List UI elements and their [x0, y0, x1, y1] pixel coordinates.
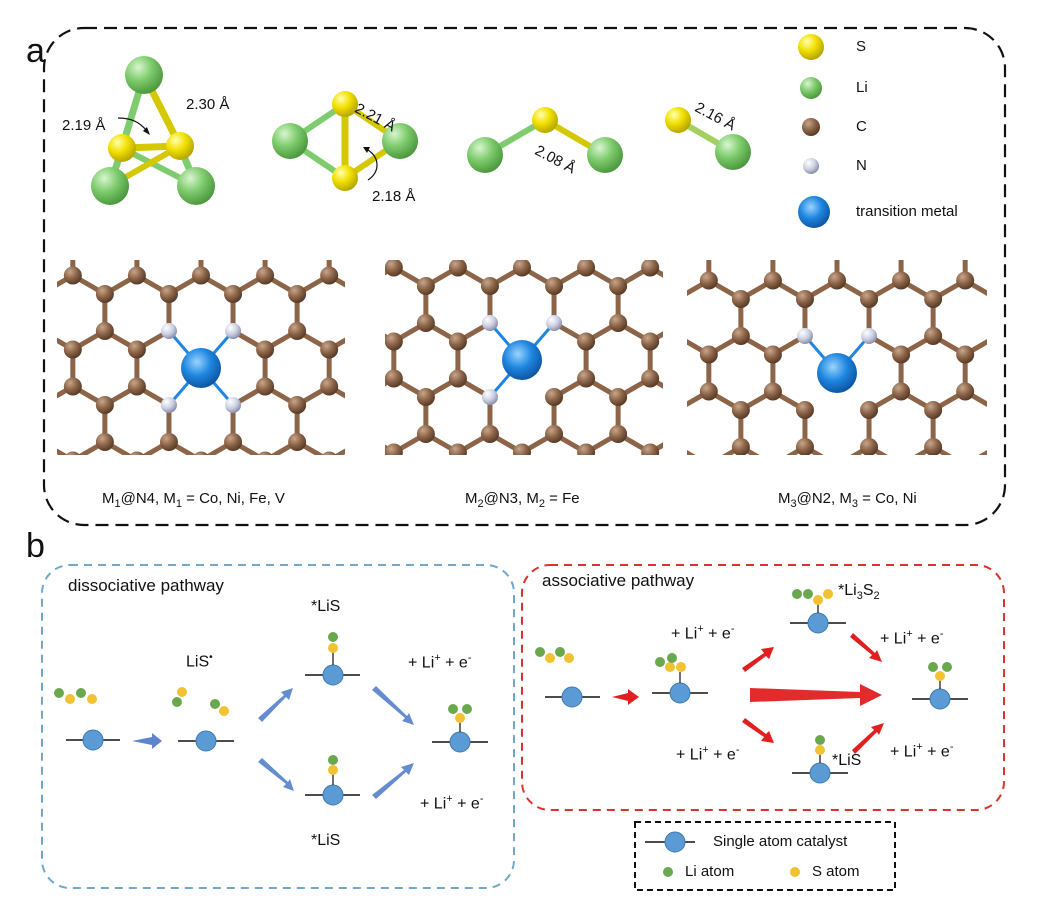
lis-bottom-label: *LiS	[311, 832, 341, 849]
associative-graphics	[535, 589, 968, 784]
structure-m1-n4	[57, 260, 345, 455]
legend-s-atom-label: S atom	[812, 863, 860, 880]
structure-m3-n2	[687, 260, 987, 455]
cluster-lis	[665, 107, 751, 170]
legend-li-label: Li	[856, 79, 868, 96]
dissociative-graphics	[54, 632, 488, 806]
structure-caption-m2: M2@N3, M2 = Fe	[465, 490, 580, 510]
cluster-li4s2	[91, 56, 215, 205]
distance-label: 2.30 Å	[186, 96, 230, 113]
assoc-lis-label: *LiS	[832, 752, 862, 769]
panel-a-border	[42, 26, 1007, 527]
assoc-step-upper-left: + Li+ + e-	[671, 623, 735, 643]
dissociative-title: dissociative pathway	[68, 576, 224, 595]
b-legend-border	[634, 821, 896, 891]
b-legend-graphics	[645, 831, 800, 877]
panel-a-letter: a	[26, 32, 45, 70]
assoc-step-lower-left: + Li+ + e-	[676, 744, 740, 764]
lis-top-label: *LiS	[311, 598, 341, 615]
associative-title: associative pathway	[542, 571, 695, 590]
legend-s-label: S	[856, 38, 867, 55]
atom-legend-balls	[798, 34, 830, 228]
dissociative-step-top: + Li+ + e-	[408, 652, 472, 672]
cluster-li2s	[467, 107, 623, 173]
cluster-li2s2	[272, 91, 418, 191]
structure-m2-n3	[385, 260, 663, 455]
legend-li-atom-label: Li atom	[685, 863, 735, 880]
legend-catalyst-label: Single atom catalyst	[713, 833, 848, 850]
assoc-step-lower-right: + Li+ + e-	[890, 741, 954, 761]
lis-radical-label: LiS•	[186, 652, 213, 671]
legend-metal-label: transition metal	[856, 203, 958, 220]
structure-caption-m3: M3@N2, M3 = Co, Ni	[778, 490, 917, 510]
dissociative-border	[41, 564, 515, 889]
dissociative-step-bottom: + Li+ + e-	[420, 793, 484, 813]
legend-c-label: C	[856, 118, 867, 135]
associative-border	[521, 564, 1005, 811]
panel-b-letter: b	[26, 527, 45, 565]
legend-n-label: N	[856, 157, 867, 174]
distance-label: 2.19 Å	[62, 117, 106, 134]
structure-caption-m1: M1@N4, M1 = Co, Ni, Fe, V	[102, 490, 285, 510]
assoc-step-upper-right: + Li+ + e-	[880, 628, 944, 648]
li3s2-label: *Li3S2	[838, 582, 880, 603]
distance-label: 2.18 Å	[372, 188, 416, 205]
